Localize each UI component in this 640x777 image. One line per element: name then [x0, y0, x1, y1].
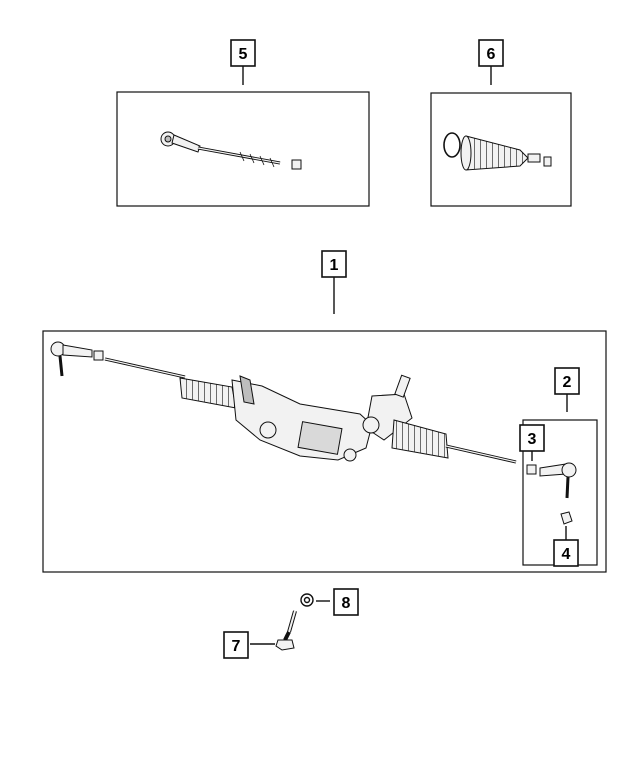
callout-2-label: 2	[563, 374, 572, 391]
callout-8: 8	[333, 588, 359, 616]
inner-tie-rod-part	[160, 131, 302, 170]
callout-8-label: 8	[342, 595, 351, 612]
inner-tie-rod-box	[116, 91, 370, 207]
callout-1-label: 1	[330, 257, 339, 274]
washer-part	[300, 593, 330, 607]
callout-4-label: 4	[562, 546, 571, 563]
callout-1: 1	[321, 250, 347, 314]
bolt-part	[250, 610, 297, 651]
left-tie-rod-end	[50, 341, 104, 377]
right-tie-rod-end	[526, 462, 577, 540]
callout-3-label: 3	[528, 431, 537, 448]
callout-5: 5	[230, 39, 256, 85]
callout-5-label: 5	[239, 46, 248, 63]
boot-kit-part	[443, 132, 552, 171]
callout-3: 3	[519, 424, 545, 461]
steering-gear-box	[42, 330, 607, 573]
steering-gear-assembly	[50, 341, 517, 464]
callout-6: 6	[478, 39, 504, 85]
callout-4: 4	[553, 539, 579, 567]
callout-2: 2	[554, 367, 580, 412]
callout-7: 7	[223, 631, 249, 659]
callout-6-label: 6	[487, 46, 496, 63]
boot-kit-box	[430, 92, 572, 207]
callout-7-label: 7	[232, 638, 241, 655]
